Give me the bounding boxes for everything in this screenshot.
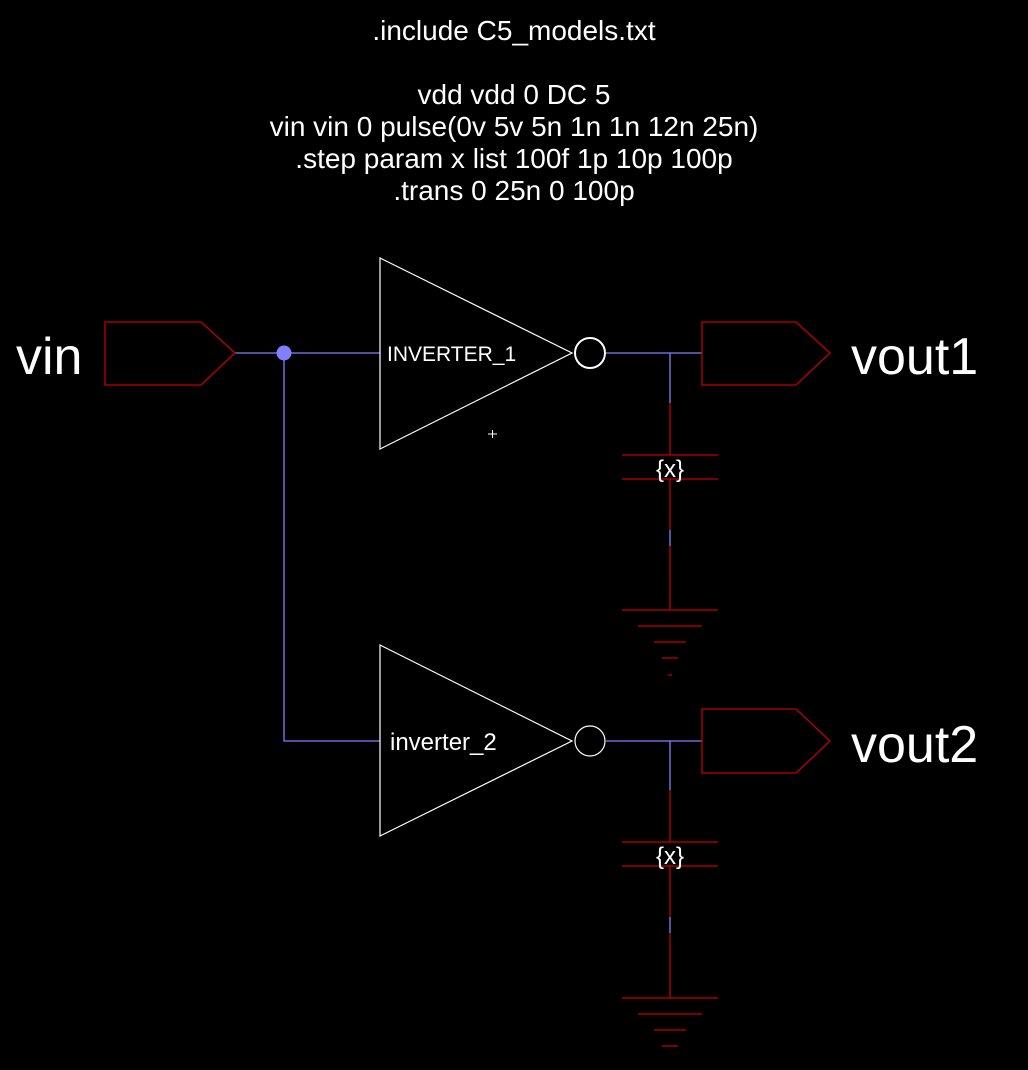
capacitor-1[interactable]: {x} [622, 403, 718, 610]
wire-vin-to-inverter2[interactable] [283, 353, 380, 742]
vout2-port-flag[interactable] [701, 708, 831, 774]
inverter-2-label: inverter_2 [390, 729, 497, 756]
capacitor-1-value: {x} [656, 456, 684, 483]
inverter-1-triangle [379, 257, 574, 450]
trans-directive: .trans 0 25n 0 100p [393, 175, 635, 206]
inverter-2-symbol[interactable]: inverter_2 [379, 644, 606, 837]
vin-source-directive: vin vin 0 pulse(0v 5v 5n 1n 1n 12n 25n) [269, 111, 759, 142]
capacitor-2-value: {x} [656, 843, 684, 870]
vout2-port-label: vout2 [851, 716, 978, 774]
ground-1-icon [622, 609, 718, 676]
crosshair-marker [488, 430, 497, 438]
capacitor-2[interactable]: {x} [622, 790, 718, 998]
vin-port-label: vin [16, 328, 82, 386]
junction-dot [276, 345, 292, 361]
inverter-1-bubble [574, 337, 606, 369]
step-directive: .step param x list 100f 1p 10p 100p [295, 143, 733, 174]
vout1-port-label: vout1 [851, 328, 978, 386]
inverter-1-label: INVERTER_1 [387, 343, 516, 366]
inverter-1-symbol[interactable]: INVERTER_1 [379, 257, 606, 450]
inverter-2-triangle [379, 644, 574, 837]
include-directive: .include C5_models.txt [372, 15, 656, 46]
vdd-directive: vdd vdd 0 DC 5 [417, 79, 611, 110]
inverter-2-bubble [574, 725, 606, 757]
vout1-port-flag[interactable] [701, 321, 831, 386]
ground-2-icon [622, 997, 718, 1047]
wires [235, 352, 702, 933]
vin-port-flag[interactable] [104, 321, 236, 386]
